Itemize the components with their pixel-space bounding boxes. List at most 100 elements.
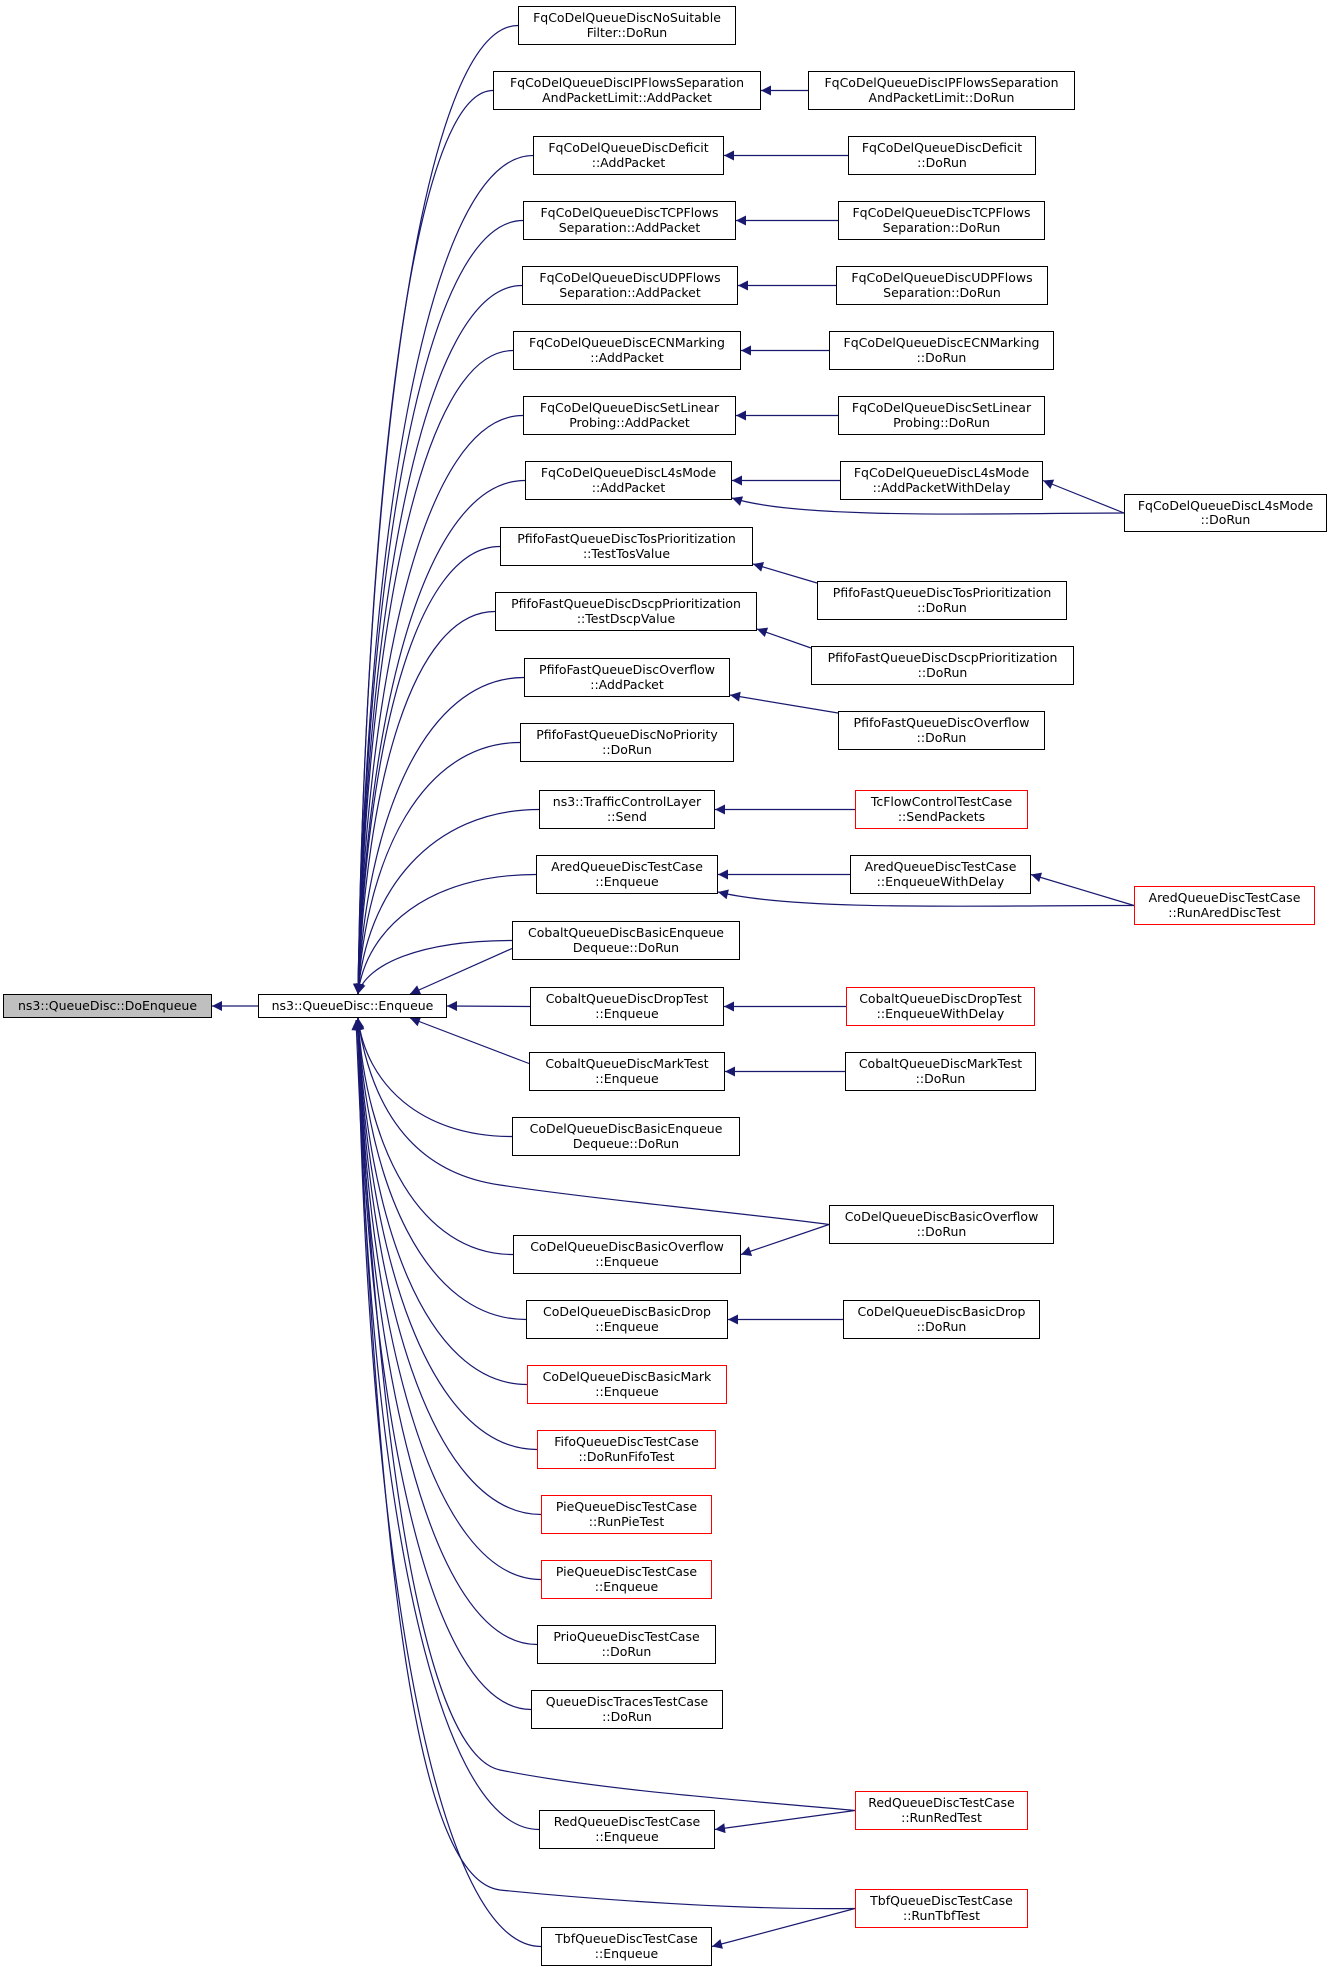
function-node[interactable]: AredQueueDiscTestCase::Enqueue — [536, 855, 718, 894]
function-node-label: ns3::QueueDisc::DoEnqueue — [17, 997, 198, 1013]
function-node[interactable]: PieQueueDiscTestCase::Enqueue — [541, 1560, 712, 1599]
function-node-label: TbfQueueDiscTestCase — [555, 1931, 698, 1946]
function-node-label: FqCoDelQueueDiscL4sMode — [540, 465, 717, 480]
function-node[interactable]: FqCoDelQueueDiscDeficit::DoRun — [848, 136, 1036, 175]
function-node[interactable]: FqCoDelQueueDiscDeficit::AddPacket — [533, 136, 724, 175]
function-node-label: Probing::AddPacket — [569, 414, 690, 430]
function-node[interactable]: TcFlowControlTestCase::SendPackets — [855, 790, 1028, 829]
function-node[interactable]: CobaltQueueDiscMarkTest::DoRun — [845, 1052, 1036, 1091]
function-node-label: CoDelQueueDiscBasicOverflow — [844, 1209, 1039, 1224]
call-edge — [353, 808, 540, 995]
function-node-label: ::DoRun — [915, 1070, 966, 1086]
function-node[interactable]: FifoQueueDiscTestCase::DoRunFifoTest — [537, 1430, 716, 1469]
function-node-label: ::RunTbfTest — [903, 1907, 980, 1923]
function-node[interactable]: CobaltQueueDiscDropTest::Enqueue — [530, 987, 724, 1026]
function-node-label: FqCoDelQueueDiscTCPFlows — [540, 205, 719, 220]
function-node[interactable]: PfifoFastQueueDiscTosPrioritization::Tes… — [500, 527, 753, 566]
function-node-label: PfifoFastQueueDiscDscpPrioritization — [827, 650, 1058, 665]
function-node-label: QueueDiscTracesTestCase — [545, 1694, 709, 1709]
function-node[interactable]: ns3::TrafficControlLayer::Send — [539, 790, 715, 829]
function-node[interactable]: AredQueueDiscTestCase::EnqueueWithDelay — [850, 855, 1031, 894]
call-edge — [729, 691, 839, 714]
function-node-label: RedQueueDiscTestCase — [553, 1814, 701, 1829]
function-node-label: ::Enqueue — [595, 1383, 659, 1399]
call-edge — [711, 1907, 856, 1949]
function-node[interactable]: PrioQueueDiscTestCase::DoRun — [537, 1625, 716, 1664]
call-edge — [354, 873, 537, 995]
function-node-label: ::AddPacket — [591, 479, 666, 495]
function-node[interactable]: CoDelQueueDiscBasicOverflow::DoRun — [829, 1205, 1054, 1244]
function-node[interactable]: PfifoFastQueueDiscDscpPrioritization::Do… — [811, 646, 1074, 685]
function-node-label: ::AddPacket — [591, 154, 666, 170]
function-node-label: PfifoFastQueueDiscTosPrioritization — [832, 585, 1052, 600]
call-edge — [353, 610, 496, 995]
function-node[interactable]: FqCoDelQueueDiscECNMarking::DoRun — [829, 331, 1054, 370]
function-node-label: FqCoDelQueueDiscIPFlowsSeparation — [509, 75, 745, 90]
function-node[interactable]: CoDelQueueDiscBasicOverflow::Enqueue — [513, 1235, 741, 1274]
call-edge — [355, 939, 513, 995]
function-node-label: ns3::QueueDisc::Enqueue — [271, 997, 434, 1013]
function-node[interactable]: PfifoFastQueueDiscNoPriority::DoRun — [520, 723, 734, 762]
function-node[interactable]: PieQueueDiscTestCase::RunPieTest — [541, 1495, 712, 1534]
function-node-label: CoDelQueueDiscBasicDrop — [857, 1304, 1026, 1319]
function-node[interactable]: QueueDiscTracesTestCase::DoRun — [531, 1690, 723, 1729]
function-node[interactable]: FqCoDelQueueDiscL4sMode::AddPacketWithDe… — [840, 461, 1043, 500]
call-edge — [409, 947, 513, 995]
function-node[interactable]: PfifoFastQueueDiscOverflow::DoRun — [838, 711, 1045, 750]
call-edge — [353, 89, 494, 995]
function-node[interactable]: FqCoDelQueueDiscECNMarking::AddPacket — [513, 331, 741, 370]
call-edge — [740, 1223, 830, 1257]
function-node-label: ::Enqueue — [594, 1945, 659, 1961]
function-node[interactable]: CoDelQueueDiscBasicDrop::Enqueue — [526, 1300, 728, 1339]
function-node-label: FqCoDelQueueDiscL4sMode — [853, 465, 1030, 480]
function-node[interactable]: PfifoFastQueueDiscOverflow::AddPacket — [524, 658, 730, 697]
function-node[interactable]: TbfQueueDiscTestCase::Enqueue — [541, 1927, 712, 1966]
call-edge — [354, 1019, 830, 1226]
function-node-label: ::RunRedTest — [901, 1809, 982, 1825]
function-node-label: ::DoRun — [917, 154, 967, 170]
function-node-label: FqCoDelQueueDiscDeficit — [861, 140, 1023, 155]
function-node[interactable]: FqCoDelQueueDiscL4sMode::DoRun — [1124, 494, 1327, 532]
function-node[interactable]: CoDelQueueDiscBasicDrop::DoRun — [843, 1300, 1040, 1339]
function-node[interactable]: ns3::QueueDisc::DoEnqueue — [3, 994, 212, 1018]
function-node[interactable]: RedQueueDiscTestCase::RunRedTest — [855, 1791, 1028, 1830]
call-edge — [409, 1016, 530, 1065]
function-node-label: ::TestTosValue — [582, 545, 671, 561]
function-node-label: AredQueueDiscTestCase — [551, 859, 703, 874]
function-node-label: ::DoRun — [916, 1318, 967, 1334]
call-edge — [353, 676, 525, 995]
function-node-label: PfifoFastQueueDiscNoPriority — [536, 727, 718, 742]
function-node-label: AndPacketLimit::AddPacket — [542, 89, 712, 105]
function-node[interactable]: CoDelQueueDiscBasicMark::Enqueue — [527, 1365, 727, 1404]
function-node-label: ::DoRun — [916, 349, 967, 365]
function-node[interactable]: TbfQueueDiscTestCase::RunTbfTest — [855, 1889, 1028, 1928]
function-node-label: AndPacketLimit::DoRun — [868, 89, 1015, 105]
function-node[interactable]: RedQueueDiscTestCase::Enqueue — [539, 1810, 715, 1849]
function-node[interactable]: PfifoFastQueueDiscDscpPrioritization::Te… — [495, 592, 757, 631]
function-node[interactable]: CobaltQueueDiscDropTest::EnqueueWithDela… — [846, 987, 1035, 1026]
function-node-label: ::Enqueue — [594, 1578, 659, 1594]
function-node[interactable]: PfifoFastQueueDiscTosPrioritization::DoR… — [817, 581, 1067, 620]
function-node-label: ::AddPacketWithDelay — [872, 479, 1011, 495]
function-node[interactable]: CobaltQueueDiscMarkTest::Enqueue — [529, 1052, 725, 1091]
function-node-label: ::DoRun — [602, 1708, 652, 1724]
function-node-label: Filter::DoRun — [586, 24, 668, 40]
function-node-label: FqCoDelQueueDiscECNMarking — [529, 335, 725, 350]
call-edge — [353, 1017, 538, 1646]
function-node[interactable]: AredQueueDiscTestCase::RunAredDiscTest — [1134, 886, 1315, 925]
call-edge — [353, 219, 524, 995]
function-node[interactable]: ns3::QueueDisc::Enqueue — [258, 994, 447, 1018]
function-node[interactable]: FqCoDelQueueDiscL4sMode::AddPacket — [525, 461, 732, 500]
